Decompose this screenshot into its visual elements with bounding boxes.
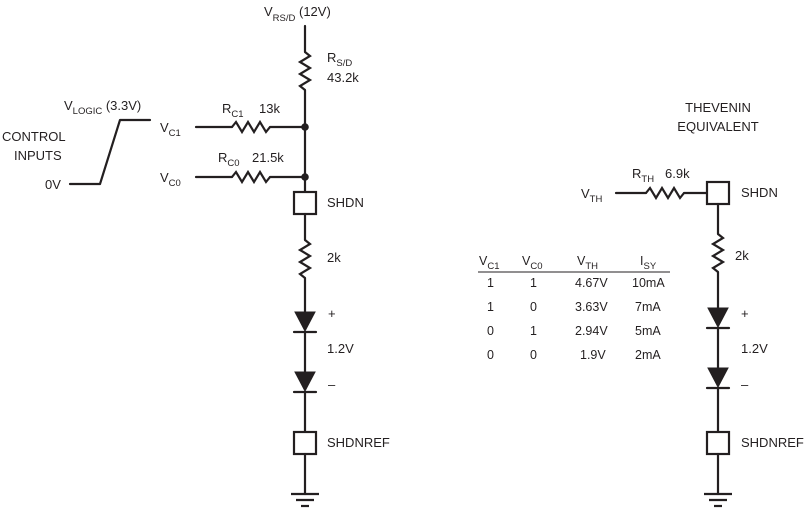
shdn-label: SHDN	[327, 195, 364, 210]
table-cell: 0	[530, 300, 537, 314]
table-cell: 3.63V	[575, 300, 608, 314]
rc0-resistor	[231, 169, 271, 185]
thevenin-diode-2	[707, 367, 729, 389]
zero-volt-label: 0V	[45, 177, 61, 192]
table-header-isy: ISY	[640, 254, 657, 272]
thevenin-ground-symbol	[704, 492, 732, 508]
table-cell: 1	[487, 300, 494, 314]
internal-2k-resistor	[297, 239, 313, 279]
table-row: 1 1 4.67V 10mA	[487, 276, 665, 290]
thevenin-title-line1: THEVENIN	[685, 100, 751, 115]
table-cell: 2mA	[635, 348, 661, 362]
control-inputs-line2: INPUTS	[14, 148, 62, 163]
rc0-value: 21.5k	[252, 150, 284, 165]
table-cell: 5mA	[635, 324, 661, 338]
table-cell: 7mA	[635, 300, 661, 314]
table-cell: 1.9V	[580, 348, 606, 362]
table-row: 0 0 1.9V 2mA	[487, 348, 661, 362]
table-cell: 0	[487, 348, 494, 362]
rc0-label: RC0	[218, 150, 240, 169]
table-cell: 4.67V	[575, 276, 608, 290]
rsd-resistor	[297, 51, 313, 91]
rsd-value: 43.2k	[327, 70, 359, 85]
control-inputs-line1: CONTROL	[2, 129, 66, 144]
vth-label: VTH	[581, 186, 602, 205]
rth-label: RTH	[632, 166, 654, 185]
table-header-vc1: VC1	[479, 254, 500, 272]
thevenin-circuit: THEVENIN EQUIVALENT VTH RTH 6.9k SHDN 2k…	[581, 100, 804, 508]
thevenin-diode-1	[707, 307, 729, 329]
truth-table: VC1 VC0 VTH ISY 1 1 4.67V 10mA 1 0 3.63V…	[478, 254, 670, 362]
thevenin-shdnref-label: SHDNREF	[741, 435, 804, 450]
thevenin-2k-resistor	[710, 233, 726, 273]
table-cell: 1	[530, 324, 537, 338]
rth-resistor	[645, 185, 685, 201]
table-header-vc0: VC0	[522, 254, 543, 272]
table-cell: 1	[487, 276, 494, 290]
vc0-label: VC0	[160, 170, 181, 189]
table-row: 1 0 3.63V 7mA	[487, 300, 661, 314]
control-waveform	[68, 118, 152, 186]
rc1-resistor	[231, 119, 271, 135]
shdnref-label: SHDNREF	[327, 435, 390, 450]
table-cell: 0	[487, 324, 494, 338]
diode-2	[294, 371, 316, 393]
table-row: 0 1 2.94V 5mA	[487, 324, 661, 338]
thevenin-title-line2: EQUIVALENT	[677, 119, 758, 134]
internal-2k-label: 2k	[327, 250, 341, 265]
vlogic-label: VLOGIC (3.3V)	[64, 98, 141, 117]
rc1-label: RC1	[222, 101, 244, 120]
ground-symbol	[291, 492, 319, 508]
thevenin-shdn-label: SHDN	[741, 185, 778, 200]
thevenin-2k-label: 2k	[735, 248, 749, 263]
table-cell: 10mA	[632, 276, 665, 290]
vc1-label: VC1	[160, 120, 181, 139]
table-cell: 1	[530, 276, 537, 290]
diode-1	[294, 311, 316, 333]
shdn-pin	[292, 190, 318, 216]
thevenin-voltage-label: 1.2V	[741, 341, 768, 356]
rc1-value: 13k	[259, 101, 280, 116]
voltage-label: 1.2V	[327, 341, 354, 356]
shdnref-pin	[292, 430, 318, 456]
table-header-vth: VTH	[577, 254, 598, 272]
thevenin-minus-label: –	[741, 377, 749, 392]
plus-label: +	[328, 306, 336, 321]
rth-value: 6.9k	[665, 166, 690, 181]
rsd-name: RS/D	[327, 50, 352, 69]
left-circuit: VRS/D (12V) RS/D 43.2k VLOGIC (3.3V) CON…	[2, 4, 390, 508]
thevenin-plus-label: +	[741, 306, 749, 321]
supply-label: VRS/D (12V)	[264, 4, 331, 24]
table-cell: 0	[530, 348, 537, 362]
thevenin-shdnref-pin	[705, 430, 731, 456]
table-cell: 2.94V	[575, 324, 608, 338]
thevenin-shdn-pin	[705, 180, 731, 206]
minus-label: –	[328, 377, 336, 392]
